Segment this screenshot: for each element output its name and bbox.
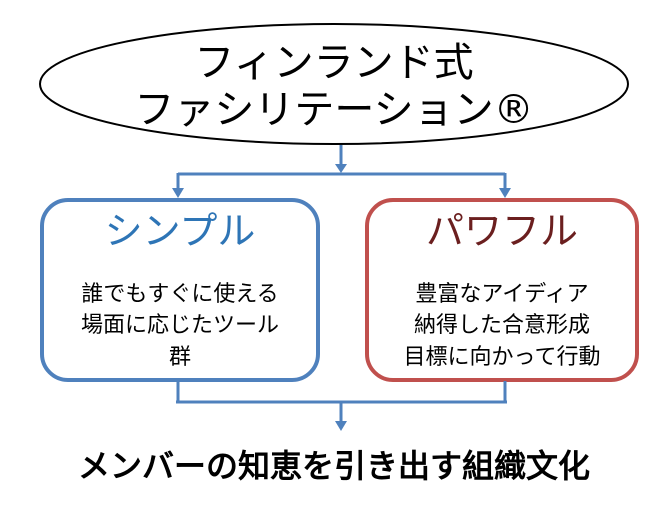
powerful-line-2: 納得した合意形成 bbox=[414, 313, 590, 338]
powerful-line-1: 豊富なアイディア bbox=[415, 282, 588, 307]
simple-line-2: 場面に応じたツール bbox=[81, 313, 279, 338]
title-line2: ファシリテーション® bbox=[134, 87, 533, 133]
powerful-box bbox=[365, 198, 639, 382]
powerful-line-3: 目標に向かって行動 bbox=[404, 345, 601, 370]
powerful-title: パワフル bbox=[426, 209, 578, 253]
simple-box bbox=[40, 198, 320, 382]
title-ellipse bbox=[39, 23, 629, 145]
simple-line-3: 群 bbox=[169, 345, 191, 370]
bottom-connector bbox=[176, 381, 507, 431]
conclusion-text: メンバーの知恵を引き出す組織文化 bbox=[78, 447, 590, 485]
top-connector bbox=[172, 145, 511, 198]
simple-title: シンプル bbox=[105, 209, 256, 253]
simple-line-1: 誰でもすぐに使える bbox=[81, 282, 278, 307]
title-line1: フィンランド式 bbox=[194, 40, 473, 86]
